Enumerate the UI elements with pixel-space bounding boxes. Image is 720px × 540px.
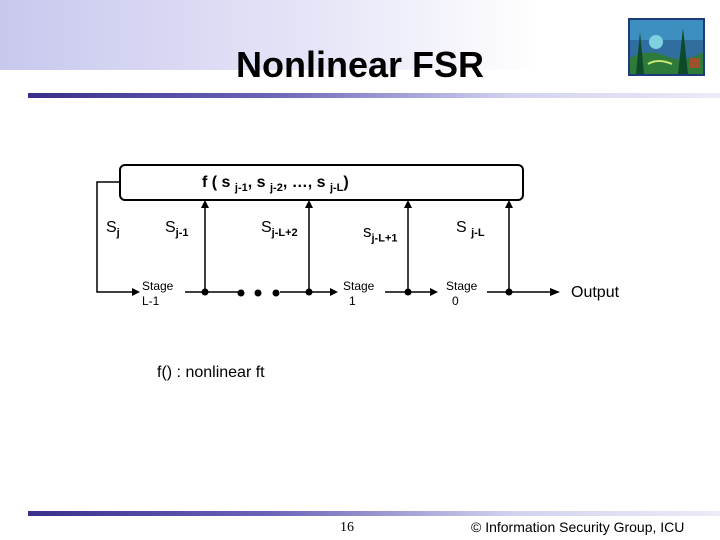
signal-label-sjL1: sj-L+1 [363, 222, 397, 244]
tap-arrow-jL2 [305, 200, 313, 208]
shift-arrow-stage1 [330, 288, 338, 296]
signal-label-sjL: S j-L [456, 219, 485, 239]
stage-1-line1: Stage [343, 279, 374, 294]
stage-l-1-line2: L-1 [142, 294, 173, 309]
feedback-arrow [132, 288, 140, 296]
tap-arrow-jL1 [404, 200, 412, 208]
ellipsis-dot-3 [273, 290, 280, 297]
tap-arrow-jL [505, 200, 513, 208]
stage-0: Stage 0 [446, 279, 477, 309]
stage-1-line2: 1 [343, 294, 374, 309]
tap-dot-jL2 [306, 289, 313, 296]
stage-0-line1: Stage [446, 279, 477, 294]
stage-1: Stage 1 [343, 279, 374, 309]
shift-arrow-stage0 [430, 288, 438, 296]
signal-label-sj-1: Sj-1 [165, 219, 189, 239]
tap-dot-jL1 [405, 289, 412, 296]
footer-copyright: © Information Security Group, ICU [471, 519, 684, 535]
footer-divider [28, 511, 720, 516]
output-label: Output [571, 284, 619, 302]
stage-l-1-line1: Stage [142, 279, 173, 294]
page-number: 16 [340, 520, 354, 536]
tap-dot-j1 [202, 289, 209, 296]
signal-label-sjL2: Sj-L+2 [261, 219, 298, 239]
output-arrow [550, 288, 560, 296]
tap-arrow-j1 [201, 200, 209, 208]
signal-label-sj: Sj [106, 219, 120, 239]
ellipsis-dot-2 [255, 290, 262, 297]
nonlinear-note: f() : nonlinear ft [157, 364, 265, 382]
stage-l-1: Stage L-1 [142, 279, 173, 309]
function-label: f ( s j-1, s j-2, …, s j-L) [202, 174, 349, 194]
tap-dot-jL [506, 289, 513, 296]
ellipsis-dot-1 [238, 290, 245, 297]
stage-0-line2: 0 [446, 294, 477, 309]
